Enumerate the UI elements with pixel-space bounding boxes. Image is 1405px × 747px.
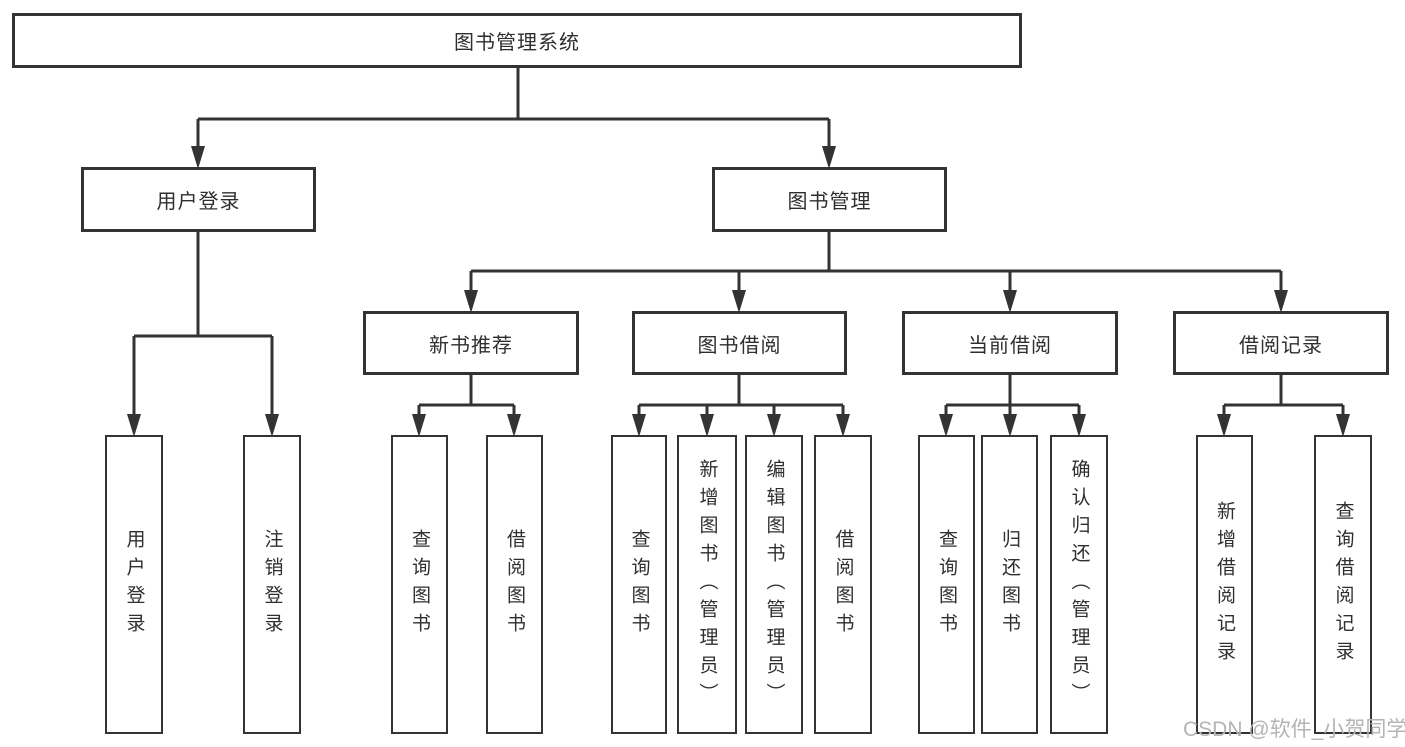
leaf-query-borrow-record: 查询借阅记录: [1314, 435, 1372, 734]
leaf-add-borrow-record: 新增借阅记录: [1196, 435, 1253, 734]
leaf-edit-books-admin: 编辑图书（管理员）: [745, 435, 803, 734]
arrowhead-down-icon: [836, 414, 850, 437]
arrowhead-down-icon: [1336, 414, 1350, 437]
arrowhead-down-icon: [632, 414, 646, 437]
leaf-logout: 注销登录: [243, 435, 301, 734]
node-current-borrowing: 当前借阅: [902, 311, 1118, 375]
connector-book-borrow-to-leaves: [637, 375, 845, 418]
leaf-user-login: 用户登录: [105, 435, 163, 734]
connector-root-to-level2: [196, 68, 831, 150]
arrowhead-down-icon: [822, 146, 836, 169]
csdn-watermark: CSDN @软件_小贺同学: [1183, 718, 1405, 741]
node-new-book-recommendation: 新书推荐: [363, 311, 579, 375]
arrowhead-down-icon: [700, 414, 714, 437]
node-user-login: 用户登录: [81, 167, 316, 232]
arrowhead-down-icon: [464, 290, 478, 313]
node-library-system: 图书管理系统: [12, 13, 1022, 68]
connector-borrow-records-to-leaves: [1222, 375, 1345, 418]
leaf-query-books-borrowing: 查询图书: [611, 435, 667, 734]
arrowhead-down-icon: [939, 414, 953, 437]
arrowhead-down-icon: [191, 146, 205, 169]
connector-new-book-to-leaves: [417, 375, 516, 418]
arrowhead-down-icon: [1274, 290, 1288, 313]
leaf-borrow-books-recommend: 借阅图书: [486, 435, 543, 734]
arrowhead-down-icon: [1003, 414, 1017, 437]
arrowhead-down-icon: [412, 414, 426, 437]
node-borrowing-records: 借阅记录: [1173, 311, 1389, 375]
arrowhead-down-icon: [767, 414, 781, 437]
arrowhead-down-icon: [1003, 290, 1017, 313]
node-book-borrowing: 图书借阅: [632, 311, 847, 375]
connector-book-management-to-level3: [469, 232, 1283, 294]
connector-user-login-to-leaves: [132, 232, 274, 420]
node-book-management: 图书管理: [712, 167, 947, 232]
leaf-query-books-current: 查询图书: [918, 435, 975, 734]
arrowhead-down-icon: [127, 414, 141, 437]
arrowhead-down-icon: [732, 290, 746, 313]
arrowhead-down-icon: [1217, 414, 1231, 437]
leaf-add-books-admin: 新增图书（管理员）: [677, 435, 737, 734]
connector-current-borrow-to-leaves: [944, 375, 1081, 418]
arrowhead-down-icon: [507, 414, 521, 437]
leaf-borrow-books-borrowing: 借阅图书: [814, 435, 872, 734]
arrowhead-down-icon: [265, 414, 279, 437]
leaf-query-books-recommend: 查询图书: [391, 435, 448, 734]
leaf-return-books: 归还图书: [981, 435, 1038, 734]
arrowhead-down-icon: [1072, 414, 1086, 437]
leaf-confirm-return-admin: 确认归还（管理员）: [1050, 435, 1108, 734]
